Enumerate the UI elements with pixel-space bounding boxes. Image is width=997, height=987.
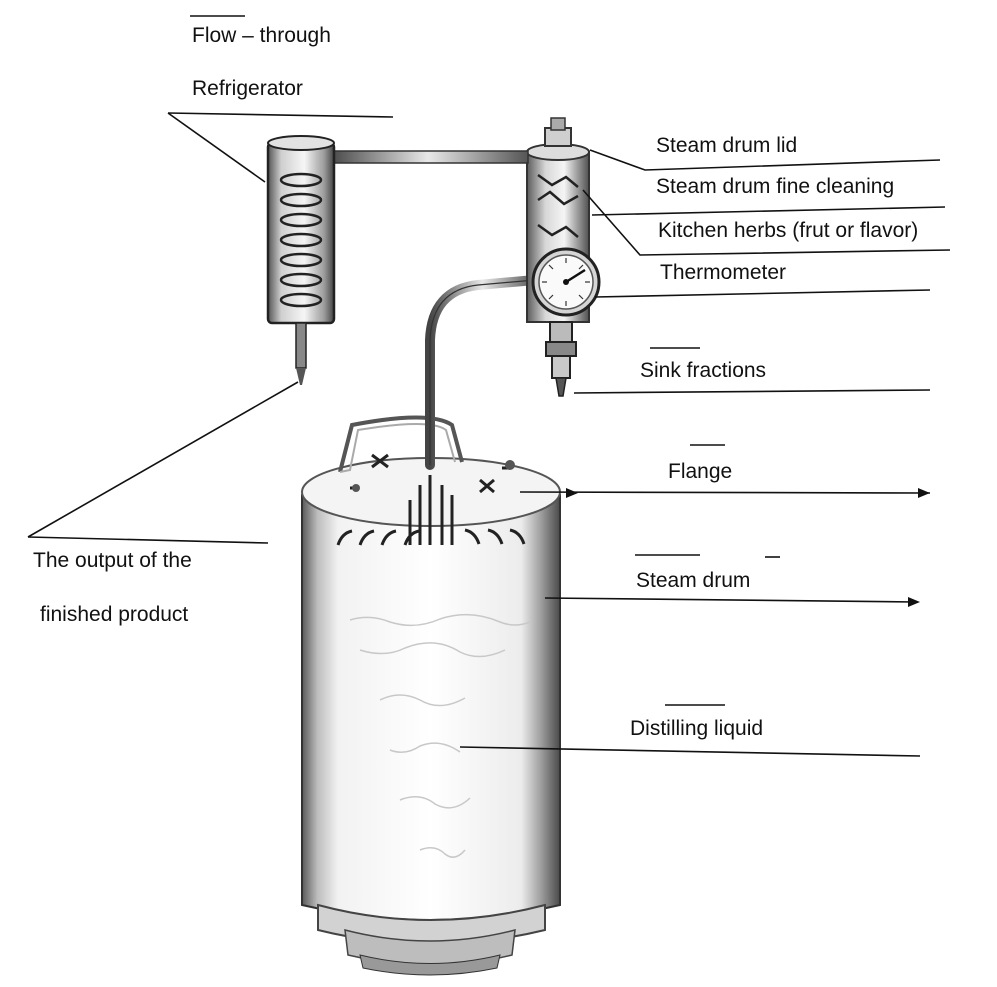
label-flange: Flange xyxy=(668,460,733,483)
vapor-pipe xyxy=(425,275,540,470)
leader-arrowheads xyxy=(566,488,930,607)
leader-lines xyxy=(27,15,951,757)
label-kitchen-herbs: Kitchen herbs (frut or flavor) xyxy=(658,219,919,242)
connecting-pipe xyxy=(327,150,529,164)
sink-fractions-valve xyxy=(545,321,577,397)
distilling-liquid-texture xyxy=(349,613,531,858)
label-thermometer: Thermometer xyxy=(660,261,787,284)
label-distilling-liquid: Distilling liquid xyxy=(630,717,764,740)
refrigerator-cooler xyxy=(266,135,336,385)
label-output-line2: finished product xyxy=(40,603,189,626)
flange xyxy=(338,415,515,494)
label-steam-drum-fine-cleaning: Steam drum fine cleaning xyxy=(656,175,895,198)
label-flow-through: Flow – through xyxy=(192,24,331,47)
label-output-line1: The output of the xyxy=(33,549,192,572)
label-steam-drum-lid: Steam drum lid xyxy=(656,134,798,157)
thermometer-gauge xyxy=(531,247,601,317)
label-refrigerator: Refrigerator xyxy=(192,77,303,100)
steam-flow-arrows xyxy=(336,475,526,546)
label-sink-fractions: Sink fractions xyxy=(640,359,767,382)
label-steam-drum: Steam drum xyxy=(636,569,751,592)
